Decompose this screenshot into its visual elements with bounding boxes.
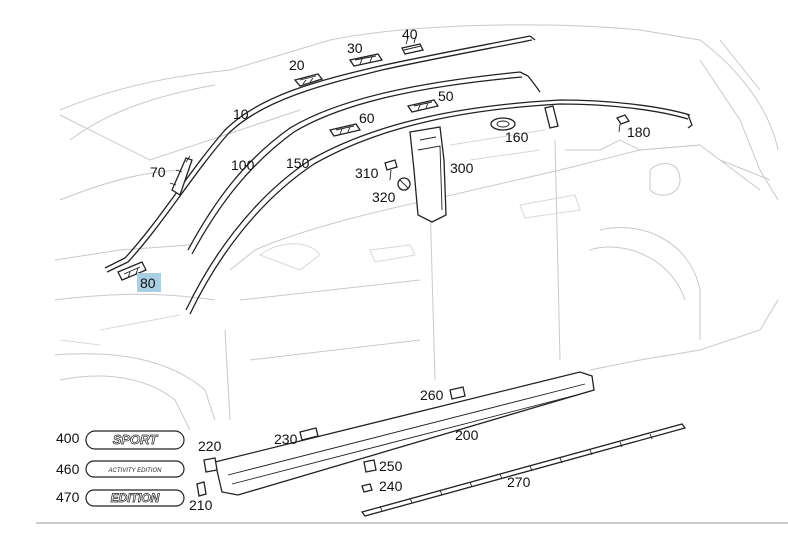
callout-320[interactable]: 320 xyxy=(372,189,396,205)
callout-260[interactable]: 260 xyxy=(420,387,444,403)
clip-220 xyxy=(203,457,218,473)
pillar-trim-300 xyxy=(409,126,447,223)
callout-80-highlight xyxy=(137,273,161,292)
clip-260 xyxy=(449,386,466,400)
clip-20 xyxy=(293,73,324,87)
badge-edition: EDITION xyxy=(85,489,185,507)
callout-150[interactable]: 150 xyxy=(286,155,310,171)
clip-40 xyxy=(401,35,424,55)
side-sill-200 xyxy=(214,371,595,496)
roof-molding-150 xyxy=(185,99,693,315)
callout-270[interactable]: 270 xyxy=(507,474,531,490)
clip-250 xyxy=(363,459,377,473)
badge-sport: SPORT xyxy=(85,430,185,450)
badge-activity-text: ACTIVITY EDITION xyxy=(108,468,163,474)
callout-10[interactable]: 10 xyxy=(233,106,249,122)
clip-30 xyxy=(348,53,384,67)
clip-50 xyxy=(406,99,440,113)
clip-60 xyxy=(328,123,362,137)
badge-sport-text: SPORT xyxy=(113,432,159,447)
bracket-near-160 xyxy=(544,105,559,129)
callout-40[interactable]: 40 xyxy=(402,26,418,42)
cap-160 xyxy=(490,117,516,131)
clip-240 xyxy=(361,483,373,493)
clip-70 xyxy=(169,155,193,196)
callout-30[interactable]: 30 xyxy=(347,40,363,56)
callout-210[interactable]: 210 xyxy=(189,497,213,513)
callout-230[interactable]: 230 xyxy=(274,431,298,447)
callout-240[interactable]: 240 xyxy=(379,478,403,494)
callout-250[interactable]: 250 xyxy=(379,458,403,474)
clip-210 xyxy=(196,481,207,497)
callout-60[interactable]: 60 xyxy=(359,110,375,126)
roof-rail-100 xyxy=(187,71,541,255)
screw-180 xyxy=(616,114,630,133)
callout-460[interactable]: 460 xyxy=(56,461,80,477)
clip-80 xyxy=(117,261,147,281)
screw-310 xyxy=(384,159,398,181)
callout-20[interactable]: 20 xyxy=(289,57,305,73)
badge-edition-text: EDITION xyxy=(111,491,160,505)
callout-80[interactable]: 80 xyxy=(140,275,156,291)
callout-200[interactable]: 200 xyxy=(455,427,479,443)
callout-400[interactable]: 400 xyxy=(56,430,80,446)
clip-320 xyxy=(397,177,411,191)
callout-160[interactable]: 160 xyxy=(505,129,529,145)
callout-310[interactable]: 310 xyxy=(355,165,379,181)
callout-50[interactable]: 50 xyxy=(438,88,454,104)
car-body-outline xyxy=(54,24,779,431)
callout-100[interactable]: 100 xyxy=(231,157,255,173)
callout-70[interactable]: 70 xyxy=(150,164,166,180)
roof-strip-10 xyxy=(104,35,536,273)
callout-300[interactable]: 300 xyxy=(450,160,474,176)
clip-230 xyxy=(299,427,319,441)
lower-strip-270 xyxy=(360,423,687,517)
callout-470[interactable]: 470 xyxy=(56,489,80,505)
badge-activity-edition: ACTIVITY EDITION xyxy=(85,460,185,478)
callout-220[interactable]: 220 xyxy=(198,438,222,454)
callout-180[interactable]: 180 xyxy=(627,124,651,140)
